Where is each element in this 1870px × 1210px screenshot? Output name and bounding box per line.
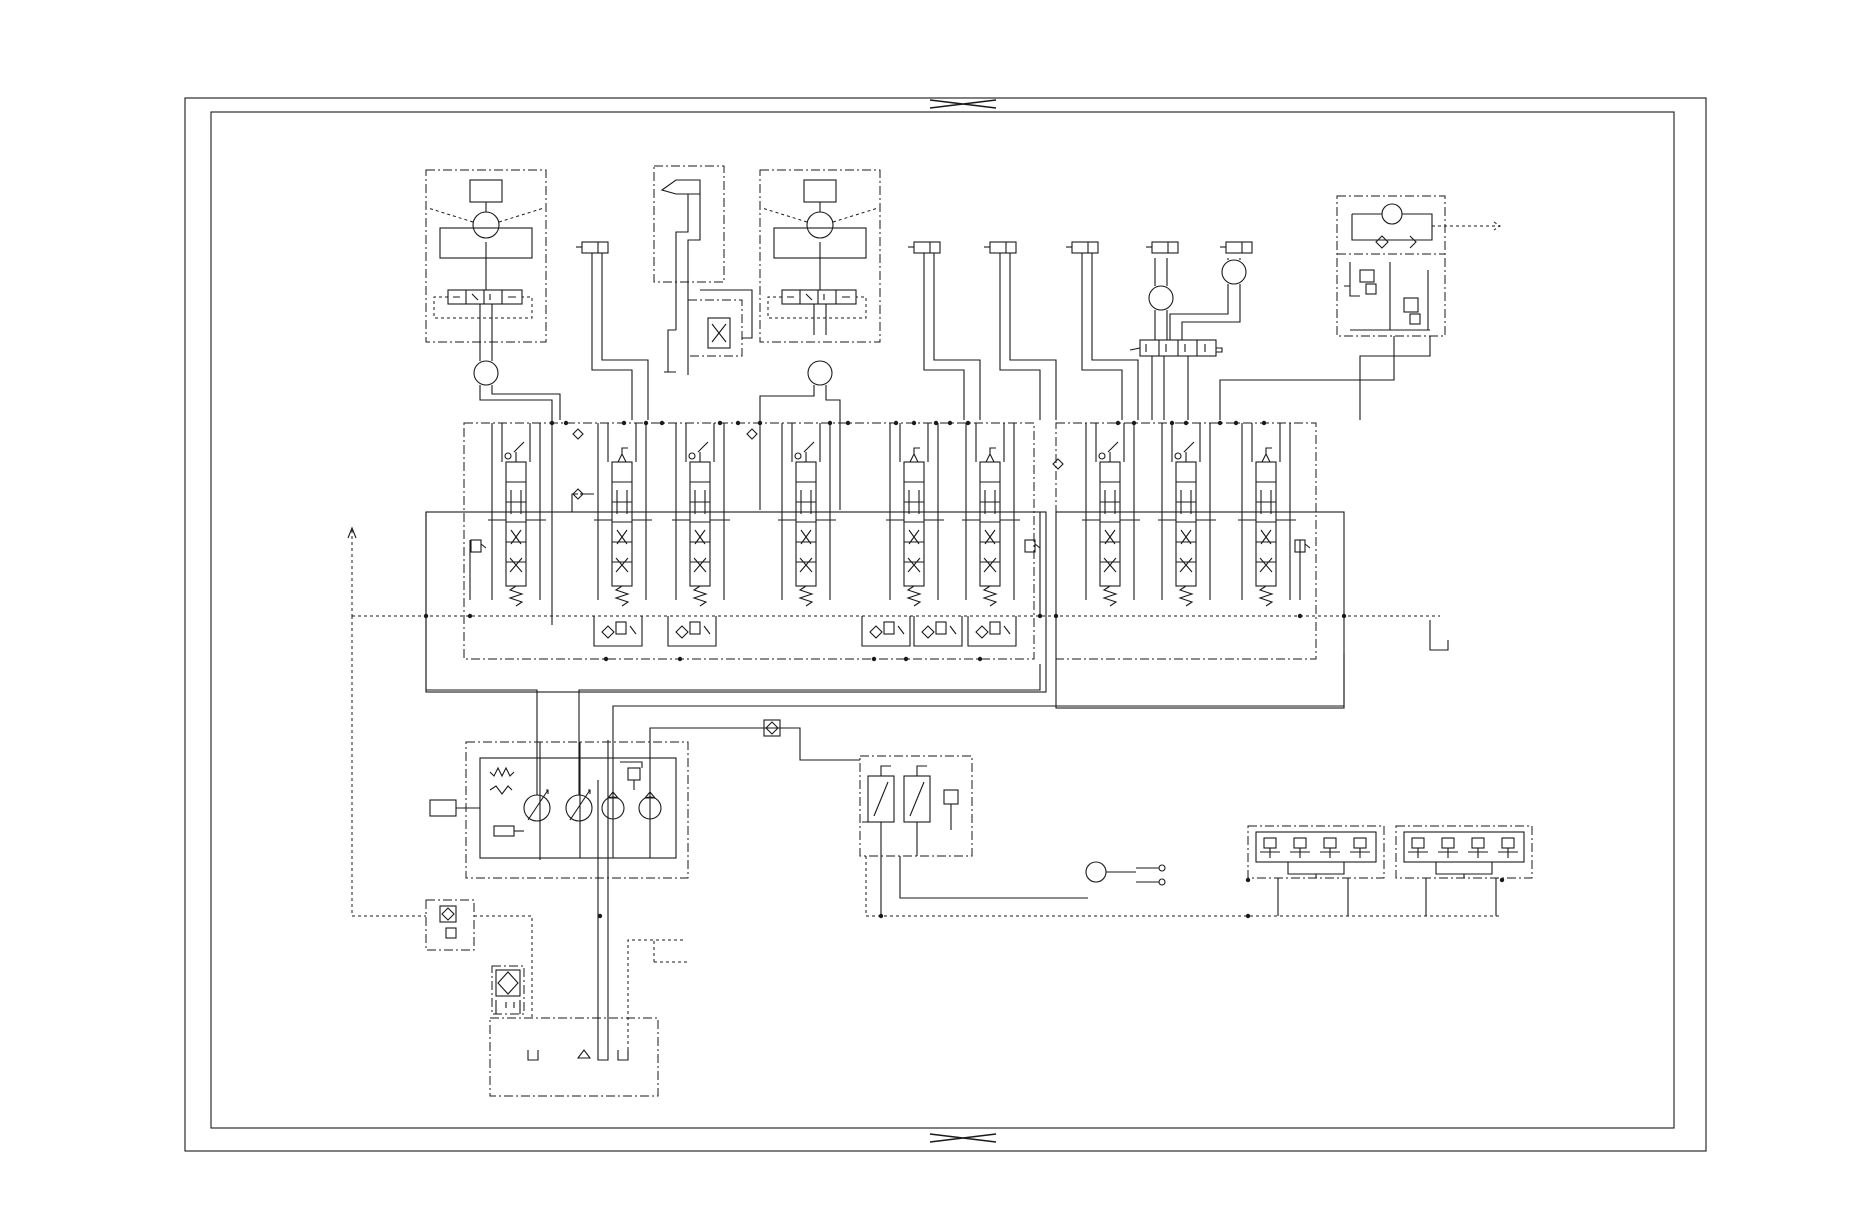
valve-section-6 [979, 447, 1001, 607]
return-spring [614, 585, 630, 607]
cylinder-2 [908, 241, 981, 420]
valve-section-5 [903, 447, 925, 607]
pilot-motor-left [472, 211, 500, 239]
relief-valve-2 [1024, 539, 1036, 553]
bottom-center-mark [929, 1133, 997, 1143]
engine-drive [429, 799, 457, 817]
upper-right-relief-unit [1219, 195, 1501, 420]
pilot-icon [909, 447, 920, 463]
valve-section-1 [504, 441, 527, 607]
return-spring [1102, 585, 1118, 607]
pilot-valve-mid [707, 317, 731, 349]
return-spring [1178, 585, 1194, 607]
upper-pilot-unit-left [425, 169, 561, 625]
return-spring [692, 585, 708, 607]
return-filter [439, 905, 457, 923]
upper-right-pump-assembly [1129, 258, 1247, 420]
pilot-icon [1261, 447, 1272, 463]
main-pump-1 [523, 794, 551, 822]
hydraulic-tank [489, 1017, 659, 1097]
upper-pilot-block-middle [653, 165, 753, 375]
lever-icon [513, 441, 525, 462]
pilot-icon [617, 447, 628, 463]
check-valve-3 [1052, 458, 1064, 470]
gauge-right-1 [1148, 285, 1174, 311]
cooler [495, 969, 521, 997]
cylinder-3 [984, 241, 1057, 420]
return-spring [1258, 585, 1274, 607]
pilot-motor-right [806, 211, 834, 239]
tank-symbol-right [1429, 620, 1449, 651]
valve-section-9 [1255, 447, 1277, 607]
lever-icon [697, 441, 709, 462]
solenoid-valve-block [859, 755, 1502, 917]
main-pump-2 [565, 794, 593, 822]
pilot-icon [985, 447, 996, 463]
return-spring [508, 585, 524, 607]
relief-manifolds [1247, 825, 1533, 916]
relief-valve-1 [470, 539, 482, 553]
cylinder-tip-icon [660, 179, 701, 195]
control-valve-bank [352, 420, 1505, 919]
pressure-lines [425, 512, 1345, 761]
valve-section-8 [1174, 441, 1197, 607]
drain-arrow-icon [347, 526, 357, 539]
lever-icon [803, 441, 815, 462]
motor-top-right [1381, 203, 1403, 225]
pressure-gauge-right [807, 360, 833, 386]
lever-icon [1183, 441, 1195, 462]
valve-section-7 [1098, 441, 1121, 607]
pressure-gauge-left [473, 360, 499, 386]
left-drain-line [347, 526, 1449, 917]
port-relief-1 [593, 616, 643, 647]
relief-manifold-1 [1247, 825, 1385, 916]
return-spring [906, 585, 922, 607]
gauge-right-2 [1221, 259, 1247, 285]
check-valve-1 [572, 428, 584, 440]
upper-cylinders [576, 241, 1253, 420]
return-filter-tank [425, 740, 688, 1097]
cylinder-5 [1146, 241, 1179, 254]
relief-manifold-2 [1395, 825, 1533, 916]
port-relief-4 [913, 616, 963, 647]
upper-pilot-unit-right [759, 169, 881, 510]
cylinder-1 [576, 241, 649, 420]
valve-section-4 [794, 441, 817, 607]
valve-section-2 [611, 447, 633, 607]
port-relief-3 [861, 616, 911, 647]
check-valve-2 [746, 428, 758, 440]
drawing-frame [184, 97, 1707, 1152]
port-relief-2 [667, 616, 717, 647]
cylinder-6 [1220, 241, 1253, 254]
port-relief-5 [967, 616, 1017, 647]
lever-icon [1107, 441, 1119, 462]
relief-valve-3 [1294, 539, 1306, 553]
cylinder-4 [1066, 241, 1139, 420]
top-center-mark [929, 99, 997, 109]
accumulator [1085, 861, 1107, 883]
return-spring [798, 585, 814, 607]
valve-section-3 [688, 441, 711, 607]
return-spring [982, 585, 998, 607]
main-pump-unit [429, 700, 770, 879]
